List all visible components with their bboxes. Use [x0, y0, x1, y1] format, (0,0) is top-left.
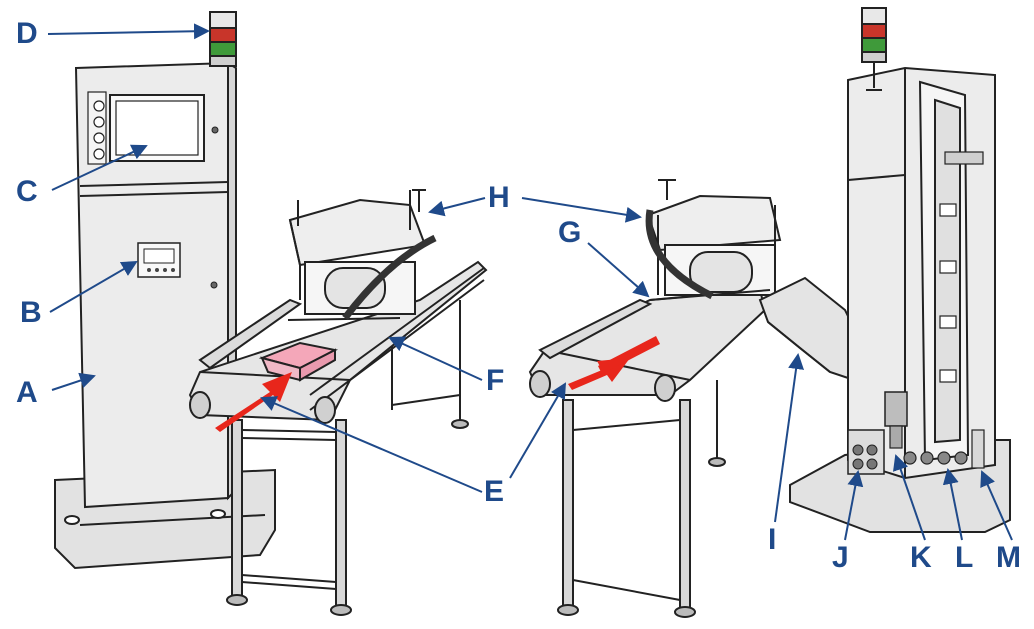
leader-e2: [509, 382, 567, 479]
callout-label-d: D: [16, 17, 38, 50]
callout-label-j: J: [832, 541, 849, 574]
conveyor-left: [188, 189, 488, 616]
callout-label-m: M: [996, 541, 1021, 574]
callout-label-a: A: [16, 376, 38, 409]
callout-label-k: K: [910, 541, 932, 574]
callout-label-e: E: [484, 475, 505, 508]
leader-g: [587, 242, 650, 298]
leader-f: [388, 336, 483, 381]
callout-label-f: F: [486, 364, 505, 397]
leader-i: [774, 353, 805, 523]
infeed-direction-arrow: [215, 372, 292, 432]
callout-label-c: C: [16, 175, 38, 208]
leader-j: [844, 470, 864, 541]
leader-k: [893, 454, 926, 541]
callout-label-h: H: [488, 181, 510, 214]
leader-h2: [521, 197, 642, 223]
stack-light-left: [209, 11, 237, 67]
leader-d: [47, 23, 210, 40]
callout-label-l: L: [955, 541, 974, 574]
leader-h1: [428, 197, 486, 217]
leader-a: [51, 372, 96, 391]
leader-b: [49, 260, 138, 313]
outfeed-arrow-tail: [598, 336, 660, 374]
callout-leaders: [47, 23, 1013, 541]
callout-label-g: G: [558, 216, 582, 249]
callout-label-b: B: [20, 296, 42, 329]
callout-label-i: I: [768, 523, 777, 556]
leader-c: [51, 144, 148, 191]
leader-m: [980, 470, 1013, 541]
leader-l: [942, 468, 963, 541]
stack-light-right: [861, 7, 887, 91]
leader-e1: [260, 396, 483, 493]
control-cabinet-right: [789, 66, 1011, 533]
